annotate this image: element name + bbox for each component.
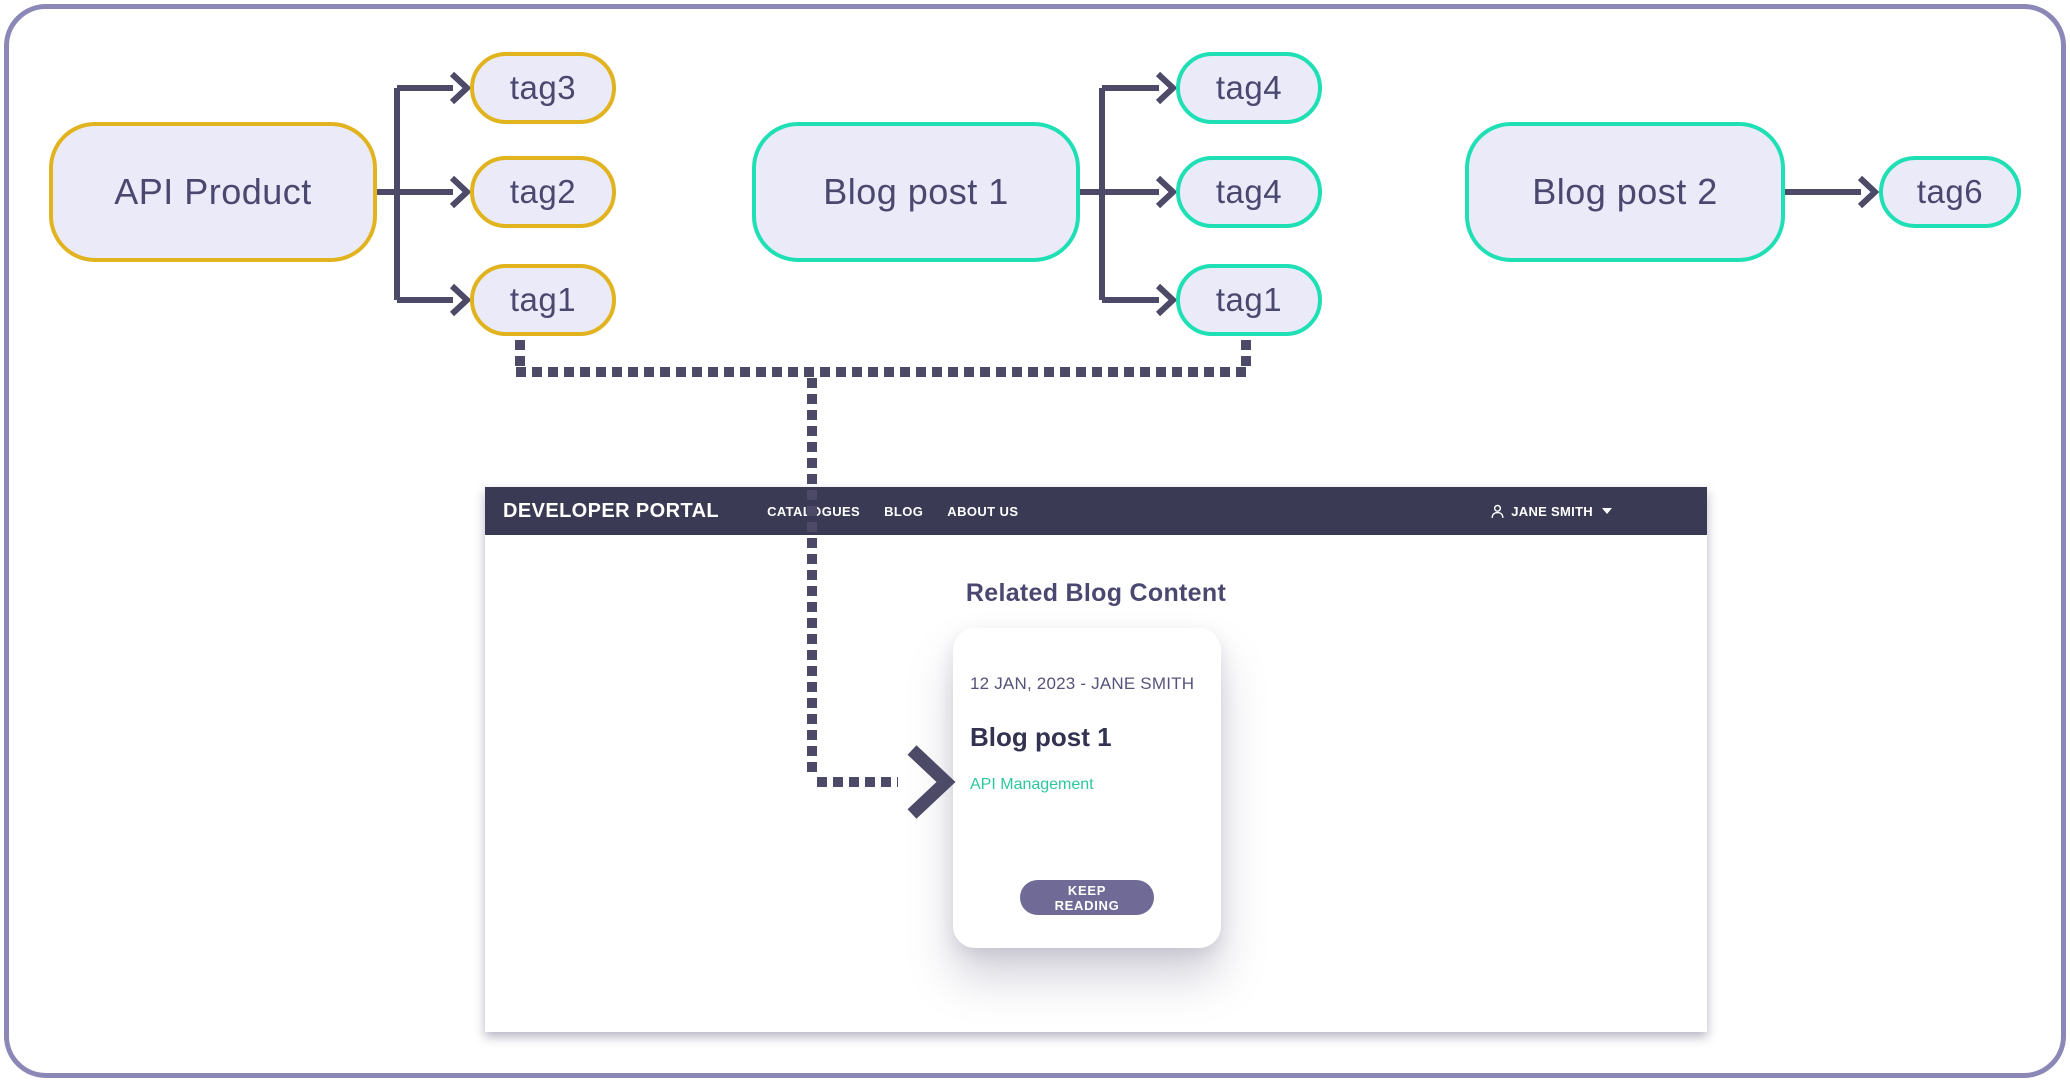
user-name: JANE SMITH xyxy=(1511,503,1593,519)
diagram-node-tag4-middle: tag4 xyxy=(1176,156,1322,228)
section-title: Related Blog Content xyxy=(965,579,1227,607)
developer-portal-window: DEVELOPER PORTAL CATALOGUES BLOG ABOUT U… xyxy=(485,487,1707,1032)
arrowhead-icon xyxy=(1155,71,1178,105)
nav-item-about-us[interactable]: ABOUT US xyxy=(947,503,1019,519)
diagram-node-tag1-right: tag1 xyxy=(1176,264,1322,336)
arrowhead-icon xyxy=(449,283,472,317)
blog-card-tag-link[interactable]: API Management xyxy=(970,776,1094,793)
diagram-node-tag3: tag3 xyxy=(470,52,616,124)
blog-card-meta: 12 JAN, 2023 - JANE SMITH xyxy=(970,674,1195,693)
diagram-node-tag6: tag6 xyxy=(1879,156,2021,228)
arrowhead-icon xyxy=(449,175,472,209)
arrowhead-icon xyxy=(449,71,472,105)
blog-card-title: Blog post 1 xyxy=(970,722,1112,752)
keep-reading-button[interactable]: KEEP READING xyxy=(1020,880,1154,915)
nav-item-blog[interactable]: BLOG xyxy=(884,503,924,519)
arrowhead-icon xyxy=(1857,175,1880,209)
user-menu[interactable]: JANE SMITH xyxy=(1489,487,1612,535)
diagram-node-tag2: tag2 xyxy=(470,156,616,228)
solid-arrow-lines xyxy=(377,71,1880,317)
diagram-node-api-product: API Product xyxy=(49,122,377,262)
arrowhead-icon xyxy=(1155,283,1178,317)
diagram-node-blog-post-2: Blog post 2 xyxy=(1465,122,1785,262)
chevron-down-icon xyxy=(1602,508,1612,514)
diagram-node-blog-post-1: Blog post 1 xyxy=(752,122,1080,262)
dotted-relation-path xyxy=(515,340,1251,787)
portal-brand: DEVELOPER PORTAL xyxy=(503,499,720,522)
diagram-node-tag4-top: tag4 xyxy=(1176,52,1322,124)
blog-card[interactable]: 12 JAN, 2023 - JANE SMITH Blog post 1 AP… xyxy=(953,628,1221,948)
diagram-node-tag1-left: tag1 xyxy=(470,264,616,336)
arrowhead-icon xyxy=(1155,175,1178,209)
person-icon xyxy=(1491,504,1504,518)
big-chevron-arrowhead-icon xyxy=(907,745,956,819)
